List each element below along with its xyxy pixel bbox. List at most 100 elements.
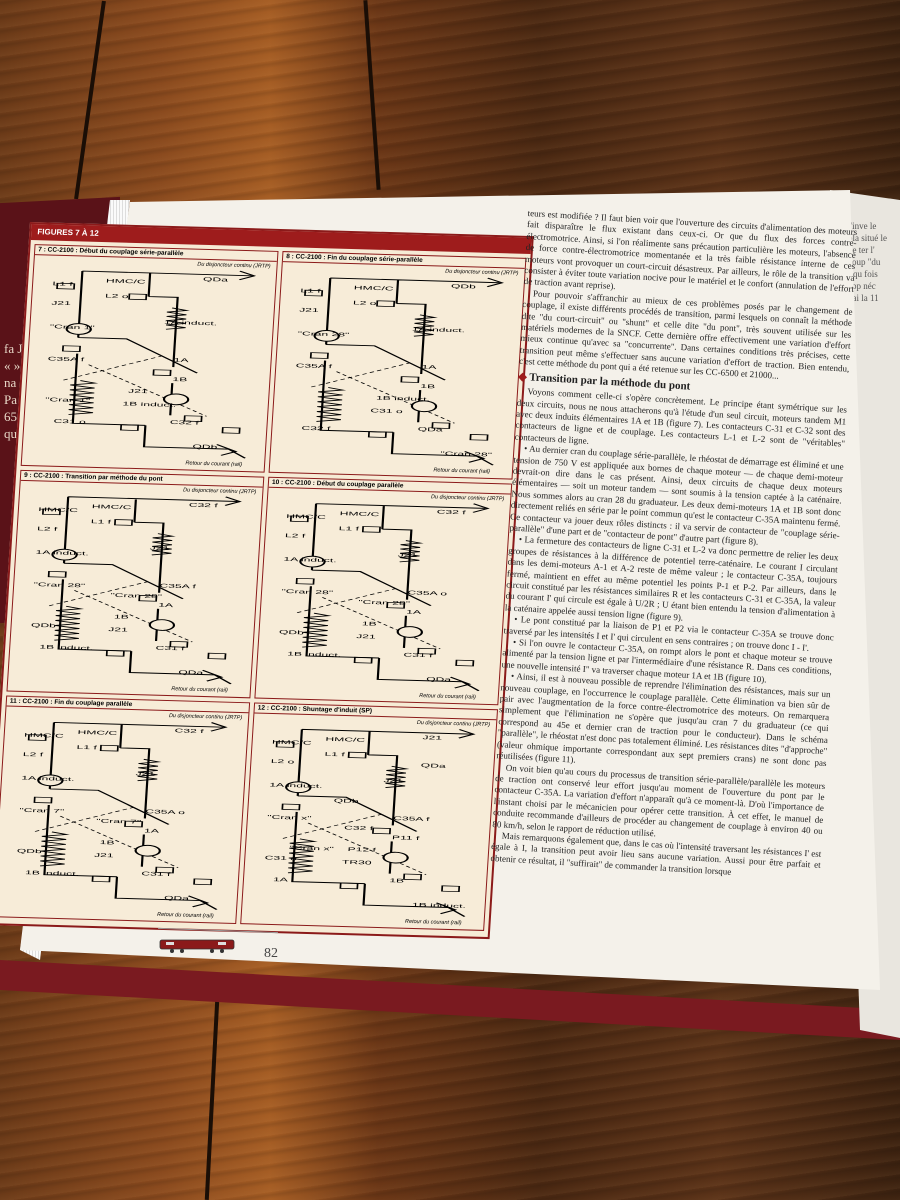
resistor-bank — [165, 307, 190, 330]
circuit-label: 1A — [273, 877, 289, 883]
circuit-label: 1B — [362, 621, 377, 627]
circuit-label: C35A f — [159, 583, 196, 590]
contactor — [128, 293, 148, 301]
resistor-bank — [151, 533, 176, 556]
current-path — [296, 588, 441, 650]
contactor — [47, 571, 67, 578]
contactor — [386, 601, 406, 609]
contactor — [275, 741, 295, 748]
circuit-label: QDb — [334, 798, 359, 804]
arrow-icon — [486, 277, 505, 288]
circuit-label: C31 f — [141, 871, 171, 878]
circuit-label: J21 — [94, 852, 114, 858]
circuit-label: "Cran 28" — [440, 450, 492, 457]
circuit-label: J21 — [51, 300, 71, 306]
circuit-label: L2 f — [37, 526, 58, 532]
arrow-icon — [216, 444, 238, 456]
circuit-label: C35A o — [407, 590, 447, 597]
circuit-label: 1B — [100, 839, 115, 845]
circuit-diagram: 8 : CC-2100 : Fin du couplage série-para… — [268, 251, 527, 480]
resistor-bank — [54, 605, 85, 641]
circuit-label: 1A induct. — [269, 782, 322, 789]
circuit-diagram: 7 : CC-2100 : Début du couplage série-pa… — [20, 244, 279, 473]
motor-1a — [37, 774, 64, 787]
circuit-label: 1B — [114, 614, 129, 620]
circuit-wire — [291, 728, 472, 917]
circuit-label: 1A induct. — [412, 326, 465, 333]
circuit-label: 1A — [174, 357, 190, 363]
circuit-label: J21 — [128, 388, 148, 394]
circuit-label: 1A induct. — [21, 775, 74, 782]
contactor — [304, 289, 324, 297]
contactor — [376, 300, 396, 308]
motor-1a — [313, 330, 340, 342]
circuit-label: QDb — [192, 444, 217, 450]
current-path — [48, 581, 193, 643]
circuit-label: QDb — [17, 848, 42, 854]
arrow-icon — [210, 722, 228, 732]
circuit-label: QDb — [31, 622, 56, 628]
circuit-label: "Cran x" — [289, 845, 334, 852]
contactor — [61, 345, 81, 352]
contactor — [431, 422, 451, 429]
motor-1a — [51, 548, 78, 561]
circuit-label: "Cran x" — [267, 814, 312, 821]
circuit-label: 1A — [421, 364, 437, 370]
motor-1a — [65, 323, 92, 335]
circuit-label: HMC/C — [272, 739, 312, 746]
circuit-label: C32 f — [301, 425, 331, 432]
circuit-label: "Cran 1" — [50, 324, 95, 331]
contactor — [99, 744, 119, 752]
contactor — [403, 873, 423, 881]
arrow-icon — [458, 729, 476, 739]
motor-1a — [299, 555, 326, 568]
circuit-label: 1A — [144, 828, 160, 834]
contactor — [152, 369, 172, 376]
arrow-icon — [435, 902, 458, 915]
motor-1b — [382, 851, 409, 864]
resistor-bank — [137, 758, 162, 782]
circuit-label: "Cran 7" — [19, 807, 64, 814]
arrow-icon — [187, 895, 210, 908]
contactor — [361, 526, 381, 533]
circuit-label: L1 f — [52, 281, 73, 287]
circuit-label: 1A induct. — [283, 556, 336, 563]
resistor-bank — [287, 838, 318, 874]
resistor-bank — [385, 765, 410, 788]
circuit-label: L2 f — [285, 533, 306, 539]
circuit-label: 1A induct. — [164, 319, 217, 326]
diagram-title: 7 : CC-2100 : Début du couplage série-pa… — [34, 245, 278, 262]
circuit-label: 1B induct. — [412, 902, 466, 909]
contactor — [91, 875, 111, 883]
circuit-label: J21 — [383, 778, 403, 784]
circuit-label: 1A — [158, 602, 174, 608]
circuit-label: 1B — [172, 376, 187, 382]
circuit-label: QDa — [418, 426, 444, 432]
diagram-title: 11 : CC-2100 : Fin du couplage parallèle — [6, 696, 250, 714]
circuit-label: J21 — [356, 633, 376, 639]
resistor-bank — [413, 314, 438, 337]
circuit-label: QDa — [426, 676, 452, 682]
circuit-label: C31 o — [370, 408, 403, 415]
circuit-label: "Cran 28" — [281, 588, 333, 595]
article-text: teurs est modifiée ? Il faut bien voir q… — [485, 208, 857, 966]
diagram-grid: 7 : CC-2100 : Début du couplage série-pa… — [0, 240, 531, 935]
circuit-wire — [71, 270, 252, 459]
resistor-bank — [68, 380, 99, 415]
circuit-label: J21 — [150, 545, 170, 551]
contactor — [347, 751, 367, 759]
circuit-label: J21 — [299, 307, 319, 313]
circuit-label: "Cran 1" — [45, 396, 90, 403]
resistor-bank — [399, 540, 424, 563]
circuit-label: QDa — [164, 895, 190, 901]
circuit-label: L1 f — [339, 526, 360, 532]
circuit-label: HMC/C — [325, 736, 365, 743]
contactor — [400, 376, 420, 383]
contactor — [27, 734, 47, 741]
contactor — [295, 577, 315, 585]
circuit-label: HMC/C — [354, 285, 394, 292]
motor-1b — [162, 393, 190, 406]
circuit-label: 1B — [420, 383, 435, 389]
